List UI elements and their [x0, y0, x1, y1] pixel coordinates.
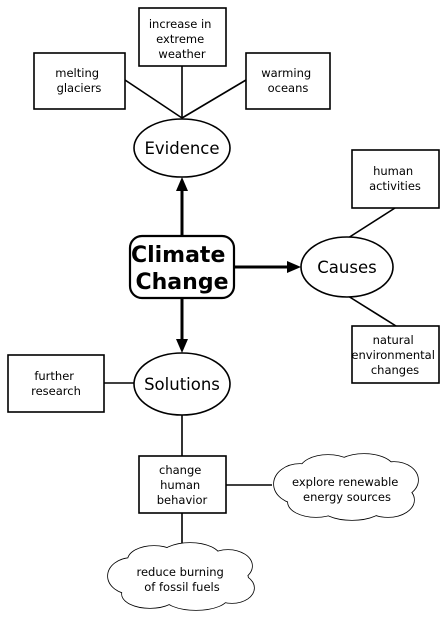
- evidence-node: [133, 118, 231, 178]
- renewable-cloud-shape: [273, 453, 419, 521]
- natural-changes-label: natural environmental changes: [351, 333, 438, 377]
- fossil-cloud-shape: [107, 542, 255, 611]
- center-node-label: Climate Change: [131, 243, 233, 295]
- center-label-line-2: Change: [136, 270, 229, 295]
- center-node-box: [128, 234, 236, 300]
- renewable-line-2: energy sources: [303, 490, 391, 504]
- warming-oceans-line-2: oceans: [268, 81, 309, 95]
- further-research-line-1: further: [34, 369, 74, 383]
- change-behavior-box: [138, 455, 227, 514]
- human-activities-label: human activities: [369, 164, 421, 193]
- further-research-label: further research: [31, 369, 81, 398]
- warming-oceans-box: [245, 52, 331, 110]
- center-label-line-1: Climate: [131, 243, 225, 268]
- cloud-lobe-fill: [116, 558, 248, 598]
- evidence-label: Evidence: [144, 139, 219, 158]
- warming-oceans-line-1: warming: [261, 66, 311, 80]
- arrow-to-solutions-head: [176, 339, 188, 353]
- arrow-to-evidence-head: [176, 177, 188, 191]
- connector-evidence-melting-glaciers: [124, 79, 183, 119]
- warming-oceans-label: warming oceans: [261, 66, 315, 95]
- further-research-box: [7, 354, 105, 413]
- further-research-line-2: research: [31, 384, 81, 398]
- extreme-weather-line-1: increase in: [149, 17, 212, 31]
- renewable-cloud-label: explore renewable energy sources: [292, 475, 402, 504]
- natural-changes-line-3: changes: [371, 363, 419, 377]
- connector-causes-human-activities: [347, 207, 396, 239]
- extreme-weather-label: increase in extreme weather: [149, 17, 215, 61]
- connector-evidence-warming-oceans: [181, 79, 247, 119]
- fossil-cloud-label: reduce burning of fossil fuels: [136, 565, 227, 594]
- cloud-lobe-fill: [283, 467, 411, 507]
- natural-changes-box: [351, 325, 440, 384]
- melting-glaciers-box: [33, 52, 126, 110]
- human-activities-line-1: human: [373, 164, 413, 178]
- melting-glaciers-line-2: glaciers: [57, 81, 102, 95]
- natural-changes-line-2: environmental: [351, 348, 434, 362]
- natural-changes-line-1: natural: [373, 333, 414, 347]
- fossil-fuels-cloud: reduce burning of fossil fuels: [107, 542, 255, 611]
- causes-node: [300, 236, 394, 298]
- causes-branch: Causes human activities natural environm…: [300, 149, 440, 384]
- solutions-label: Solutions: [144, 375, 220, 394]
- change-behavior-line-2: human: [160, 478, 200, 492]
- fossil-line-1: reduce burning: [136, 565, 223, 579]
- arrows: [176, 177, 301, 353]
- change-behavior-line-1: change: [159, 463, 201, 477]
- evidence-branch: Evidence melting glaciers increase in ex…: [33, 7, 331, 178]
- human-activities-line-2: activities: [369, 179, 421, 193]
- center-node: Climate Change: [128, 234, 236, 300]
- renewable-energy-cloud: explore renewable energy sources: [273, 453, 419, 521]
- extreme-weather-box: [138, 7, 227, 67]
- fossil-line-2: of fossil fuels: [144, 580, 219, 594]
- change-behavior-label: change human behavior: [157, 463, 208, 507]
- extreme-weather-line-2: extreme: [156, 32, 204, 46]
- human-activities-box: [351, 149, 440, 209]
- arrow-to-causes-head: [287, 261, 301, 273]
- melting-glaciers-label: melting glaciers: [55, 66, 102, 95]
- melting-glaciers-line-1: melting: [55, 66, 99, 80]
- solutions-node: [133, 352, 231, 416]
- solutions-branch: Solutions further research change human …: [7, 352, 419, 611]
- extreme-weather-line-3: weather: [158, 47, 205, 61]
- renewable-line-1: explore renewable: [292, 475, 398, 489]
- change-behavior-line-3: behavior: [157, 493, 208, 507]
- connector-lines: [104, 66, 397, 552]
- connector-causes-natural-changes: [347, 295, 397, 327]
- causes-label: Causes: [317, 258, 376, 277]
